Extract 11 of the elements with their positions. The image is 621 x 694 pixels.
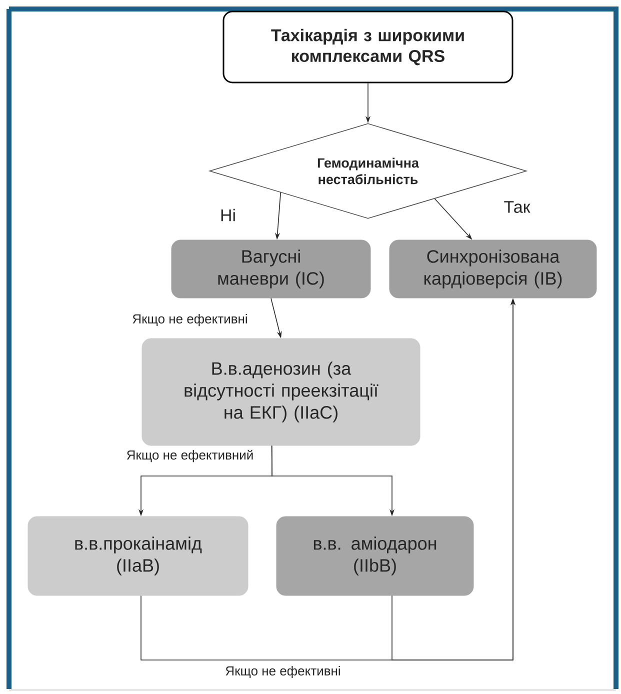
process-box: в.в.прокаінамід (IIaB)	[28, 516, 248, 596]
process-box: Тахікардія з широкими комплексами QRS	[222, 10, 514, 84]
process-box: Вагусні маневри (IC)	[171, 240, 371, 298]
process-box: В.в.аденозин (за відсутності преекзітації на ЕКГ) (IIaC)	[142, 338, 420, 446]
edge-label: Якщо не ефективні	[226, 666, 340, 678]
edge-label: Якщо не ефективний	[126, 450, 253, 462]
edge-label: Так	[504, 201, 530, 213]
edge-label: Ні	[221, 208, 235, 222]
process-box: Синхронізована кардіоверсія (IB)	[389, 240, 597, 298]
edge-label: Якщо не ефективні	[132, 314, 247, 326]
process-box: в.в. аміодарон (IIbB)	[276, 516, 474, 596]
